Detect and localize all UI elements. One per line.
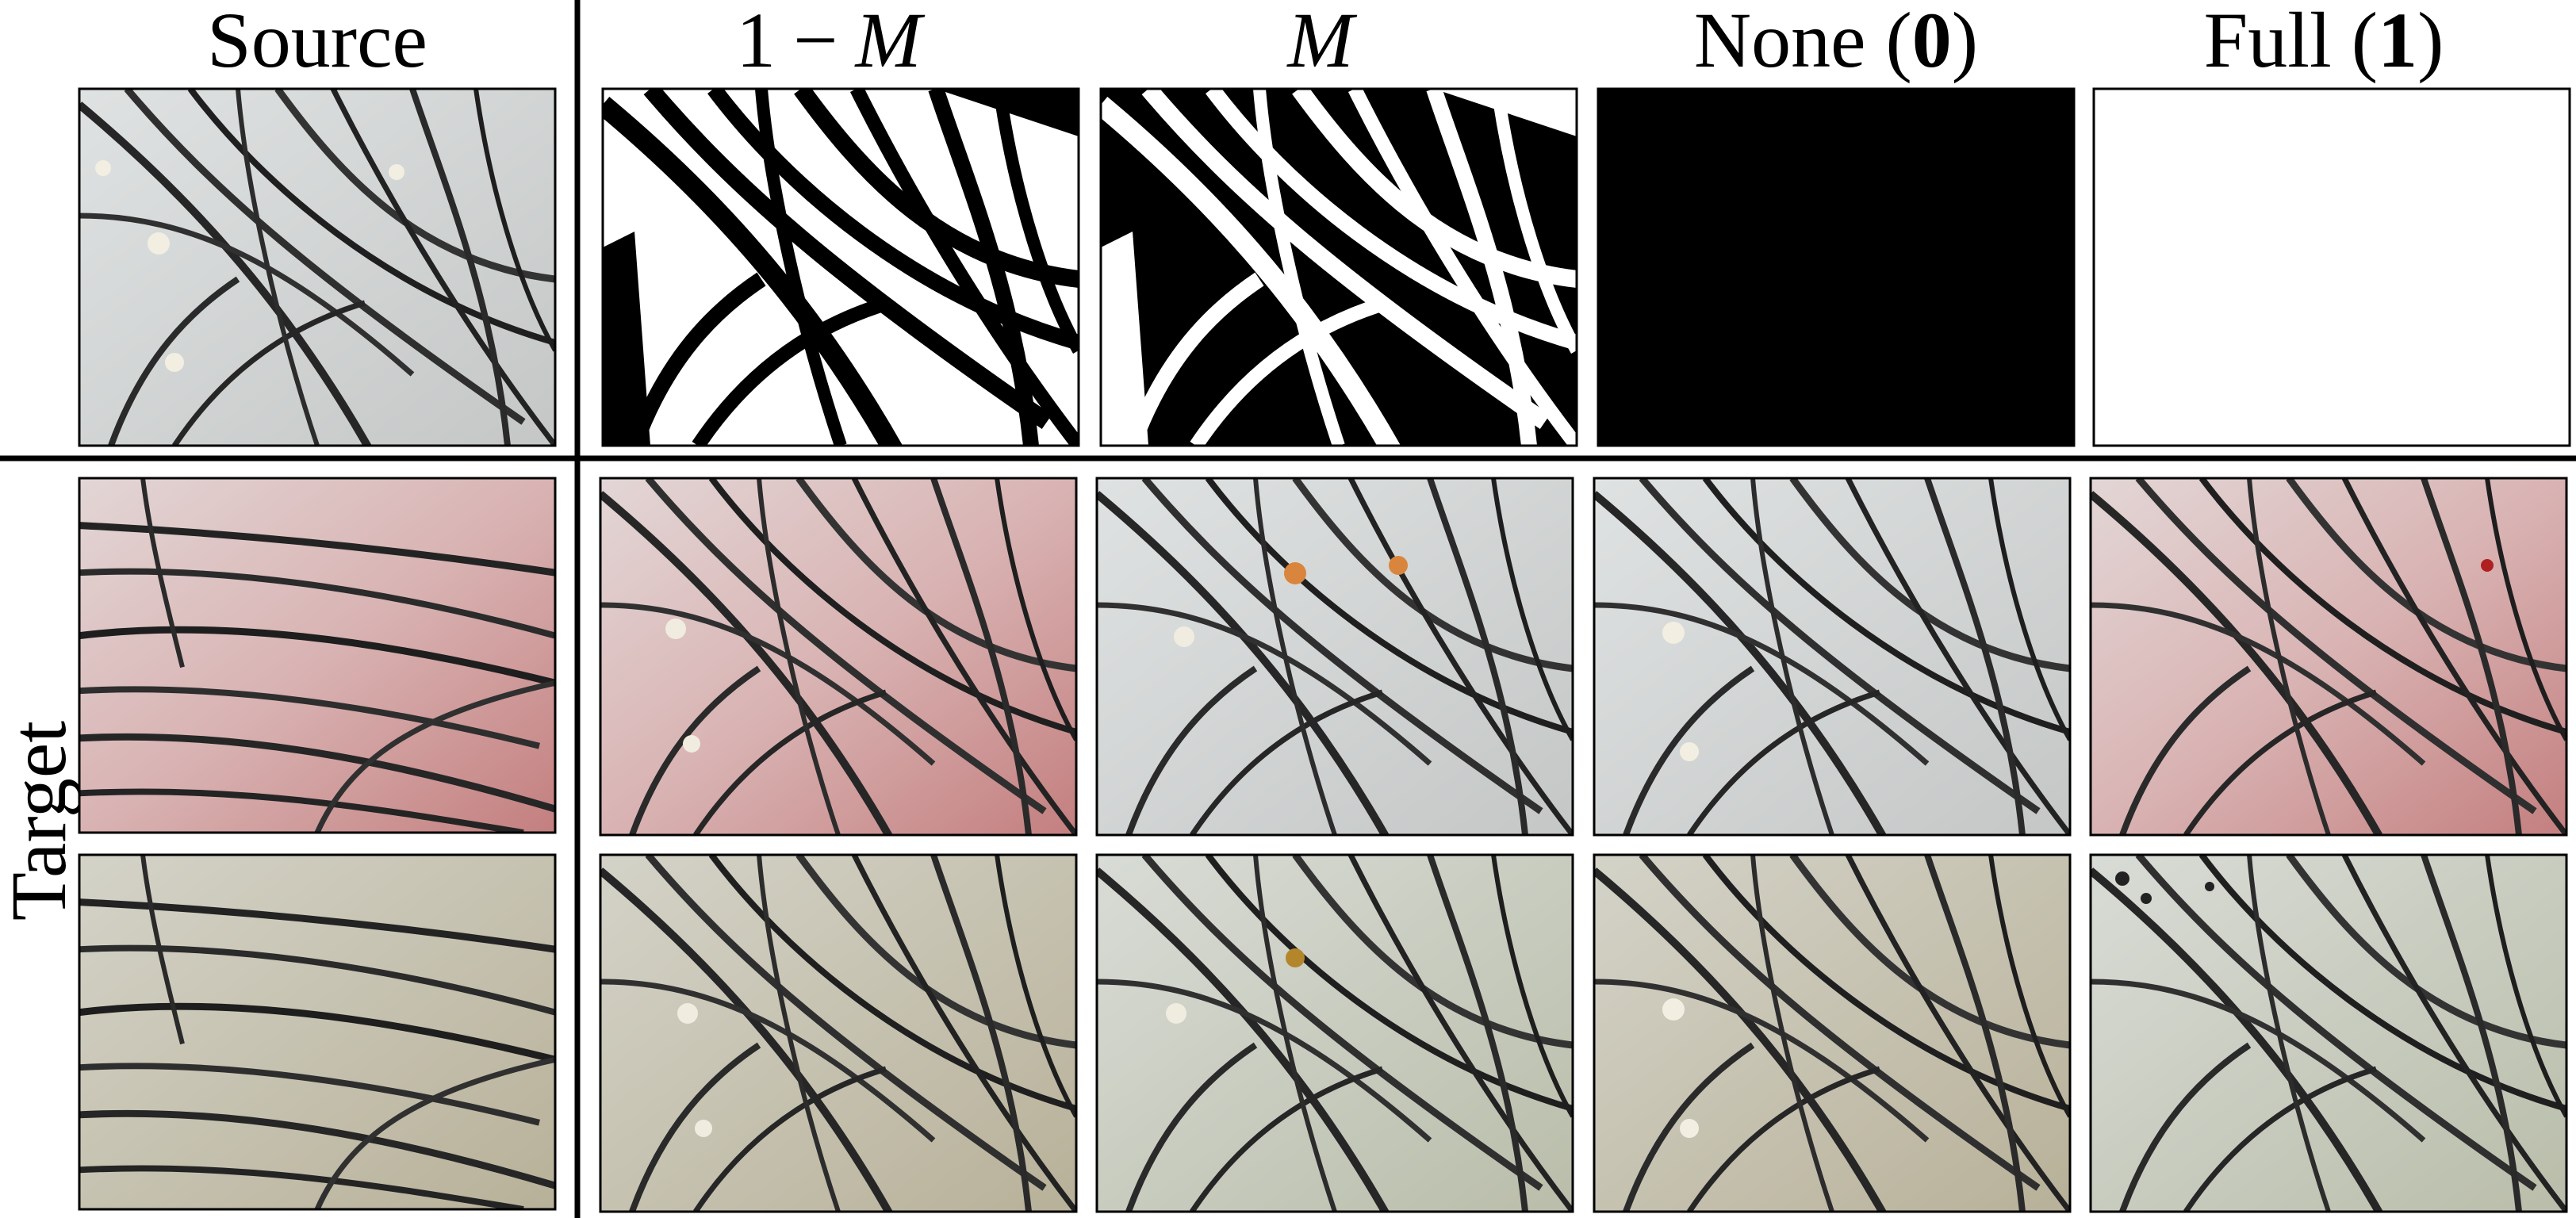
header-none: None (0) [1694, 0, 1978, 84]
target-image-2 [78, 853, 557, 1211]
header-full-post: ) [2417, 0, 2444, 84]
header-source: Source [207, 0, 427, 84]
header-none-pre: None ( [1694, 0, 1912, 84]
result-inverse-mask-row1 [599, 477, 1078, 837]
header-inverse-mask-minus: − [793, 0, 838, 84]
header-none-post: ) [1952, 0, 1978, 84]
header-full-pre: Full ( [2204, 0, 2378, 84]
result-full-row1 [2089, 477, 2568, 837]
full-mask-image [2092, 87, 2571, 447]
source-image [78, 87, 557, 447]
result-mask-row1 [1095, 477, 1574, 837]
header-inverse-mask: 1−M [736, 0, 925, 84]
header-full: Full (1) [2204, 0, 2444, 84]
result-mask-row2 [1095, 853, 1574, 1213]
header-inverse-mask-one: 1 [736, 0, 776, 84]
result-none-row1 [1593, 477, 2072, 837]
mask-image [1099, 87, 1578, 447]
result-full-row2 [2089, 853, 2568, 1213]
header-inverse-mask-m: M [854, 0, 926, 84]
header-mask: M [1286, 0, 1357, 84]
side-label-target: Target [0, 721, 82, 921]
inverse-mask-image [601, 87, 1080, 447]
header-none-val: 0 [1912, 0, 1952, 84]
result-inverse-mask-row2 [599, 853, 1078, 1213]
result-none-row2 [1593, 853, 2072, 1213]
header-full-val: 1 [2378, 0, 2417, 84]
target-image-1 [78, 477, 557, 834]
none-mask-image [1597, 87, 2076, 447]
